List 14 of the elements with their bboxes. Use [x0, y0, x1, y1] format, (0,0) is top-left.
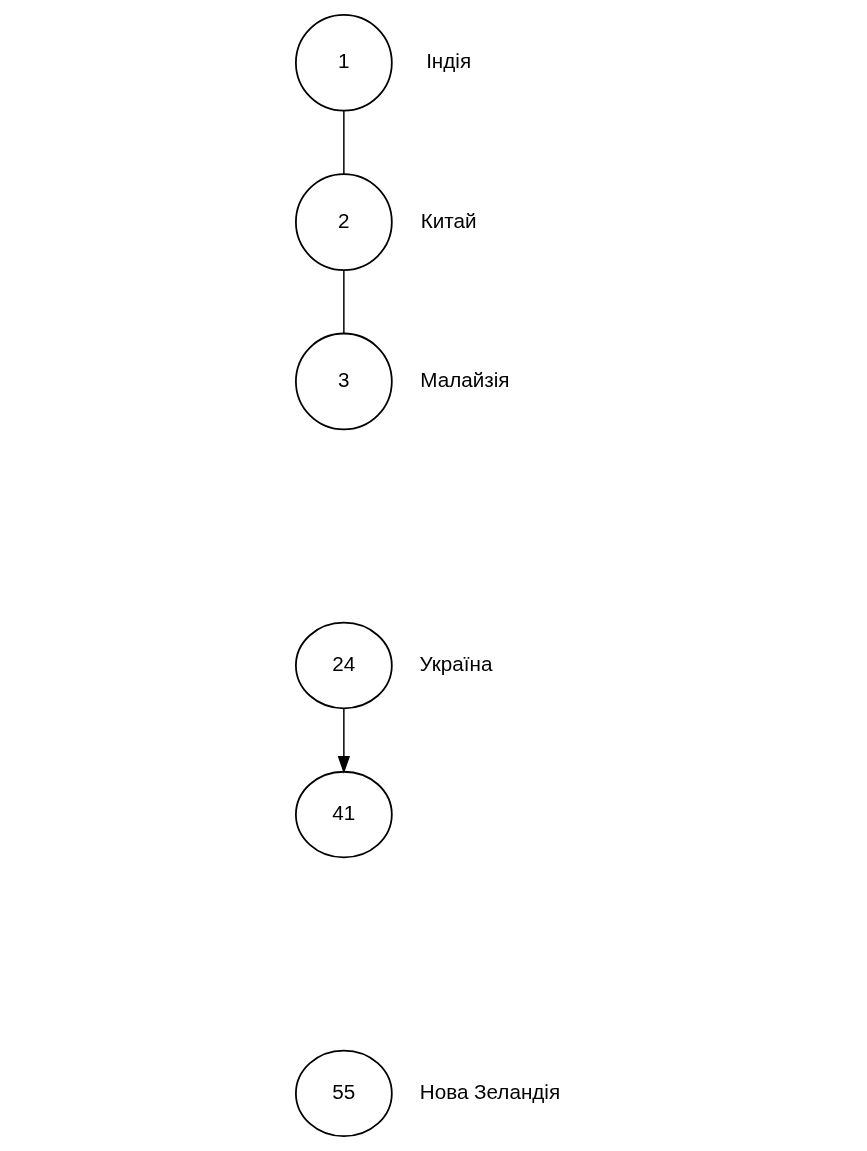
node-ellipse: 41 [295, 770, 393, 859]
node-label: Китай [420, 208, 477, 232]
node-label: Нова Зеландія [419, 1079, 561, 1103]
node-circle: 3 [295, 332, 393, 431]
node-label: Україна [419, 651, 493, 675]
arrow [337, 707, 351, 774]
connector [343, 269, 345, 335]
node-label: Малайзія [420, 367, 510, 391]
node-circle: 1 [295, 13, 393, 112]
node-ellipse: 55 [295, 1049, 393, 1138]
node-label: Індія [426, 49, 472, 73]
connector [343, 110, 345, 175]
node-circle: 2 [295, 173, 393, 271]
node-ellipse: 24 [295, 621, 393, 710]
